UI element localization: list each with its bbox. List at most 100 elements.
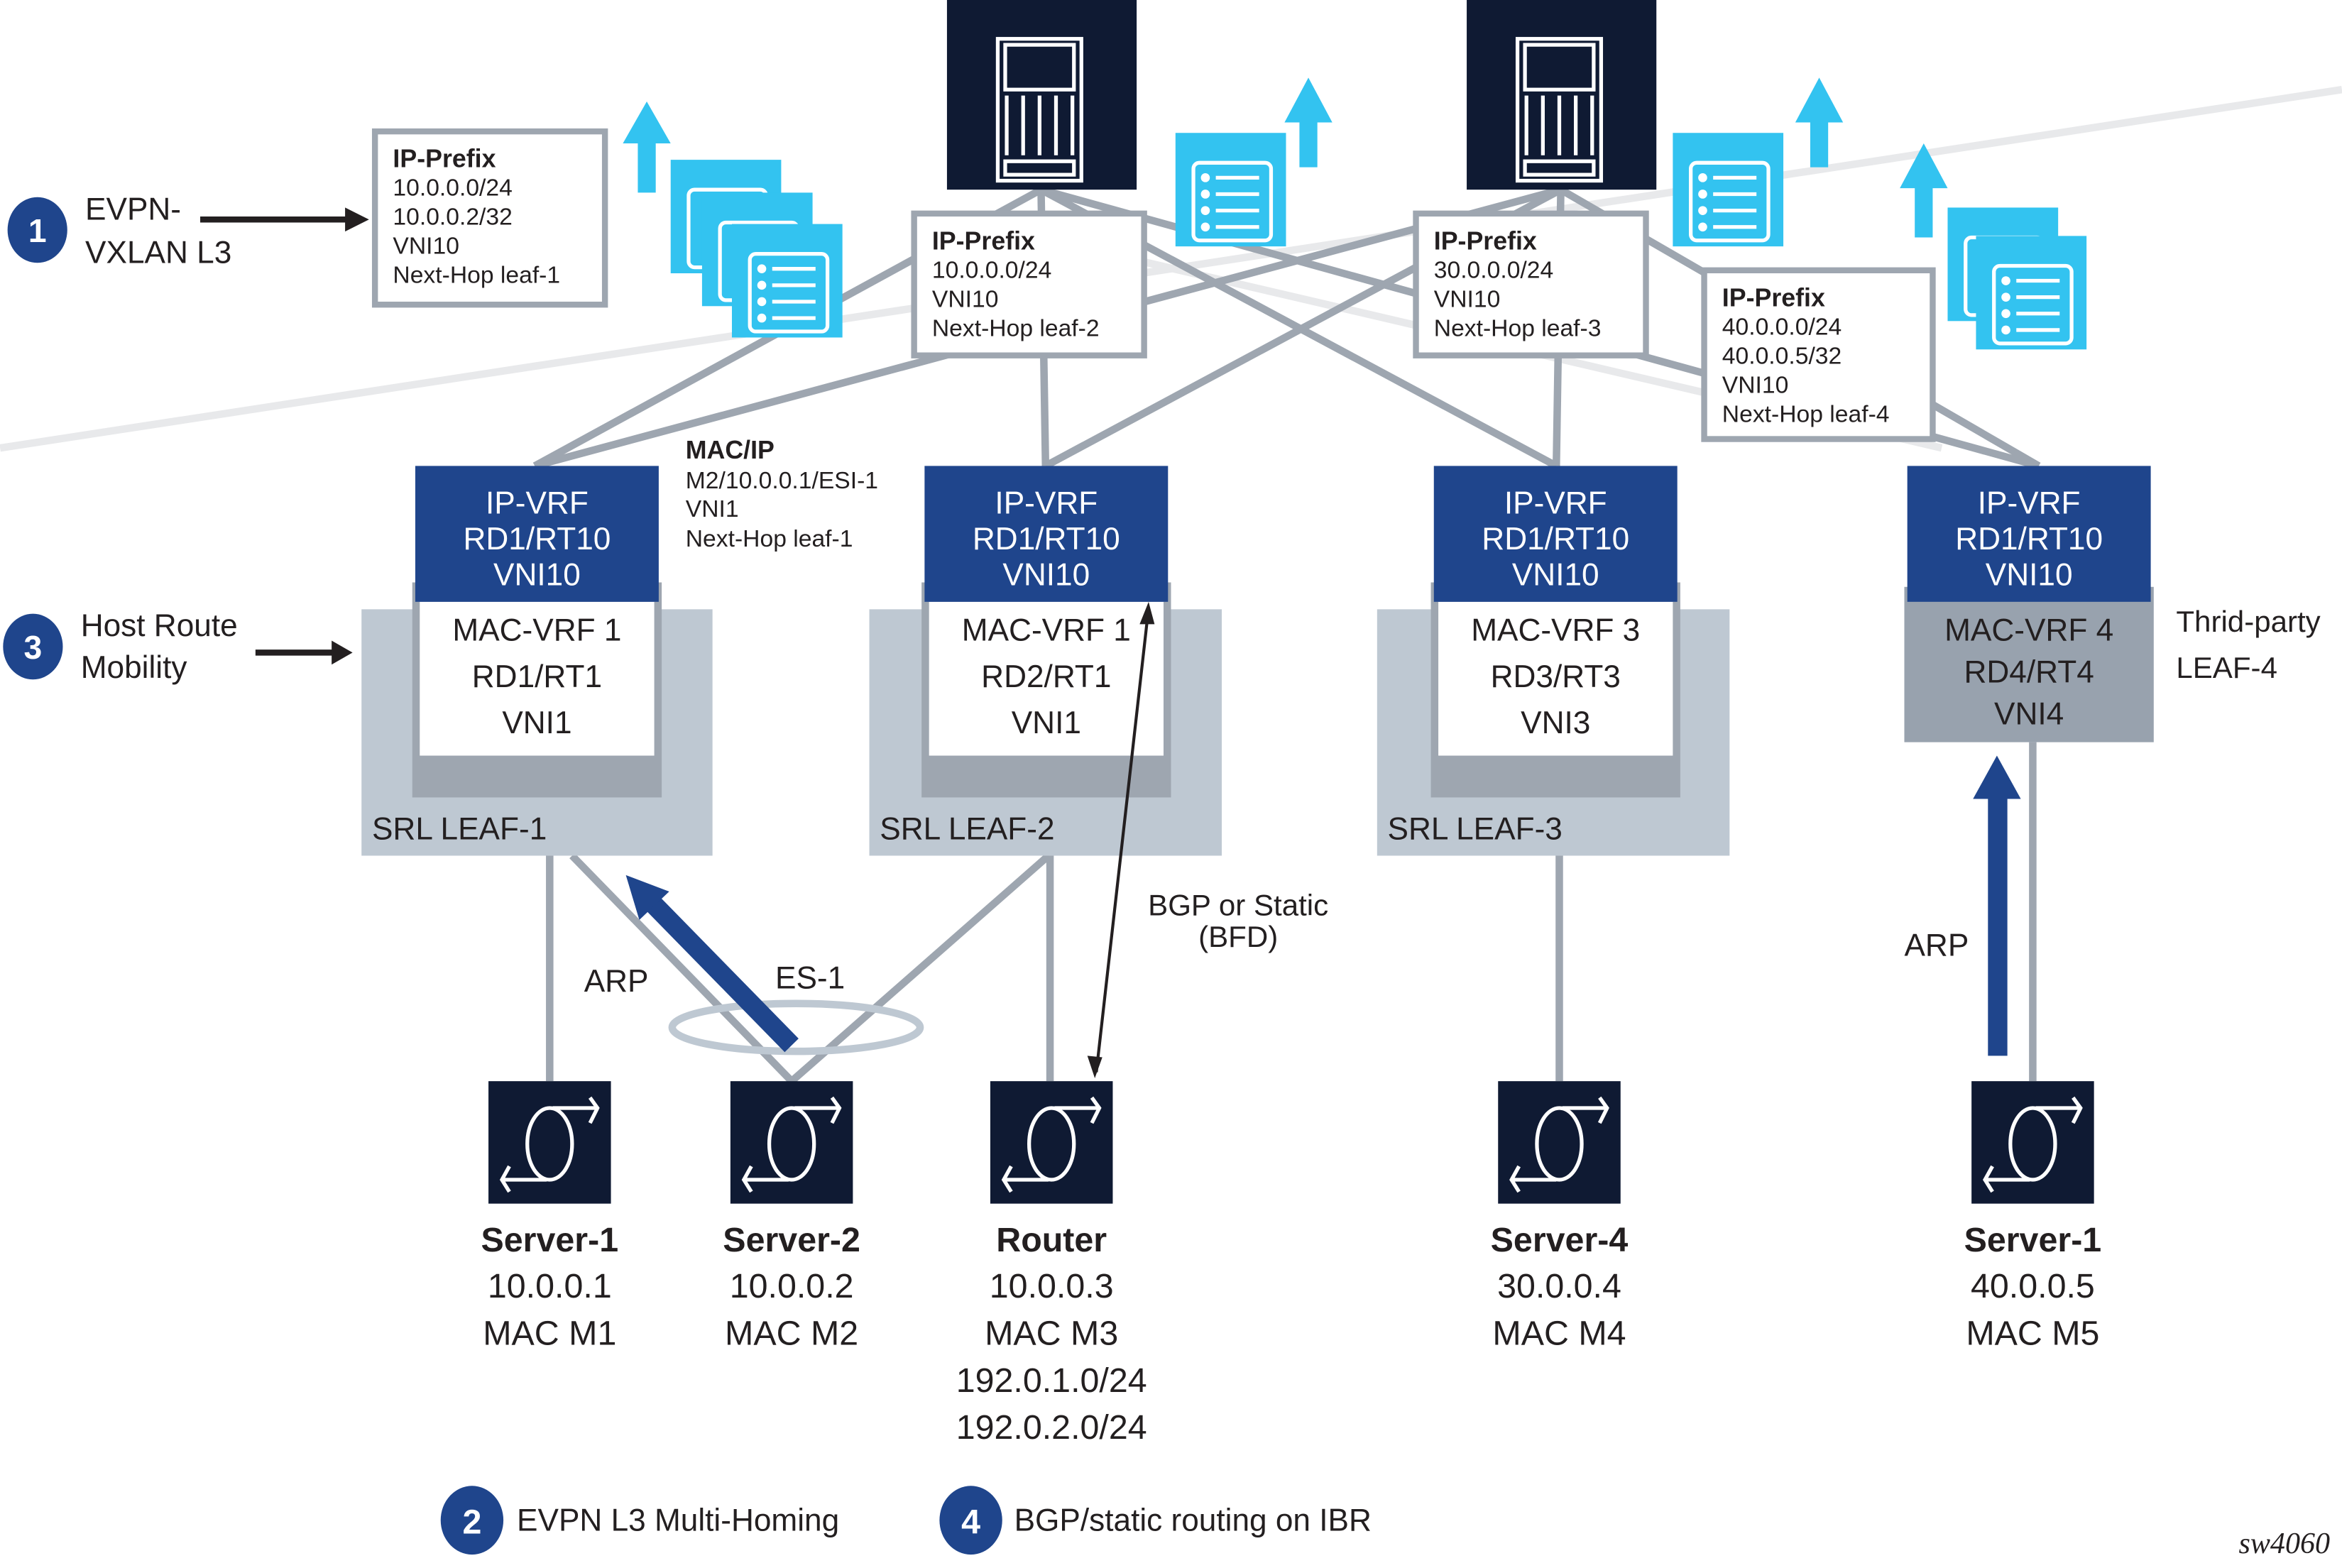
callout-3: 3 Host Route Mobility	[3, 608, 353, 685]
mac-vrf-line: VNI1	[1012, 706, 1081, 740]
host-detail: 40.0.0.5	[1971, 1267, 2095, 1305]
host-detail: MAC M1	[483, 1314, 616, 1352]
route-box-title: IP-Prefix	[1722, 283, 1825, 312]
callout-1: 1 EVPN- VXLAN L3	[7, 192, 369, 270]
spine-router-icon	[995, 37, 1083, 183]
host-name: Server-1	[481, 1221, 618, 1259]
callout-label: Mobility	[81, 650, 187, 685]
route-box-line: Next-Hop leaf-1	[393, 263, 560, 289]
mac-vrf-box	[929, 601, 1164, 756]
host-detail: 30.0.0.4	[1497, 1267, 1621, 1305]
callout-arrow-head	[345, 207, 369, 232]
legend-item-4: 4 BGP/static routing on IBR	[939, 1486, 1372, 1555]
host-box	[990, 1081, 1113, 1204]
route-box-line: 40.0.0.5/32	[1722, 343, 1842, 369]
route-list-icon	[1976, 236, 2087, 350]
route-box-line: VNI10	[932, 286, 999, 312]
mac-ip-route: MAC/IP M2/10.0.0.1/ESI-1 VNI1 Next-Hop l…	[686, 436, 878, 552]
ip-prefix-route-box: IP-Prefix10.0.0.0/2410.0.0.2/32VNI10Next…	[371, 128, 608, 308]
ip-vrf-line: RD1/RT10	[464, 522, 611, 557]
up-arrow-icon	[1900, 143, 1948, 238]
arp-arrow-left	[625, 875, 799, 1053]
arp-arrow-head	[625, 875, 669, 920]
route-box-line: Next-Hop leaf-3	[1434, 315, 1602, 341]
ip-vrf-line: VNI10	[1002, 558, 1090, 593]
route-box-line: VNI10	[1722, 372, 1789, 398]
ip-vrf-line: RD1/RT10	[973, 522, 1120, 557]
route-table-icons	[670, 133, 2087, 350]
spine-1[interactable]	[946, 0, 1137, 190]
ip-vrf-line: IP-VRF	[1978, 486, 2081, 521]
spine-2[interactable]	[1467, 0, 1657, 190]
link-leaf1-server2	[569, 852, 794, 1084]
host-name: Server-4	[1491, 1221, 1629, 1259]
callout-arrow-head	[332, 640, 353, 665]
host-detail: MAC M3	[985, 1314, 1118, 1352]
host-name: Server-1	[1964, 1221, 2102, 1259]
bgp-arrow-line	[1095, 620, 1149, 1073]
arp-arrow-shaft	[1988, 791, 2008, 1056]
route-box-line: Next-Hop leaf-4	[1722, 401, 1890, 427]
leaf4-name: Thrid-party	[2176, 605, 2320, 638]
mac-ip-title: MAC/IP	[686, 436, 775, 464]
host-detail: MAC M5	[1966, 1314, 2099, 1352]
arp-arrow-shaft	[647, 898, 799, 1053]
advertise-arrows	[623, 77, 1948, 238]
mac-vrf-line: MAC-VRF 1	[452, 613, 621, 648]
route-box-title: IP-Prefix	[1434, 226, 1537, 255]
mac-vrf-line: VNI1	[502, 706, 571, 740]
callout-number: 1	[28, 212, 47, 249]
callout-number: 3	[24, 629, 43, 666]
callout-label: VXLAN L3	[85, 235, 231, 270]
mac-ip-line: Next-Hop leaf-1	[686, 526, 853, 552]
bgp-arrow-head-up	[1139, 601, 1155, 625]
host-name: Server-2	[723, 1221, 860, 1259]
bgp-session-arrow	[1087, 601, 1155, 1078]
es1-label: ES-1	[775, 961, 845, 996]
ip-vrf-box	[415, 466, 659, 602]
ip-vrf-box	[1433, 466, 1678, 602]
route-box-line: 10.0.0.0/24	[932, 257, 1051, 283]
ip-vrf-line: IP-VRF	[486, 486, 589, 521]
callout-label: Host Route	[81, 608, 238, 643]
route-boxes: IP-Prefix10.0.0.0/2410.0.0.2/32VNI10Next…	[371, 128, 1936, 442]
route-box-line: Next-Hop leaf-2	[932, 315, 1100, 341]
spine-router-icon	[1515, 37, 1604, 183]
ip-vrf-line: VNI10	[1986, 558, 2073, 593]
host-cycle-icon	[741, 1096, 842, 1193]
mac-vrf-box	[1904, 586, 2154, 742]
mac-vrf-line: VNI3	[1521, 706, 1590, 740]
mac-vrf-line: VNI4	[1994, 696, 2064, 731]
bgp-label: (BFD)	[1198, 920, 1278, 953]
route-box-title: IP-Prefix	[932, 226, 1035, 255]
mac-vrf-line: RD1/RT1	[472, 659, 602, 694]
bgp-label: BGP or Static	[1148, 889, 1328, 922]
arp-label-right: ARP	[1904, 928, 1969, 963]
ip-vrf-line: RD1/RT10	[1482, 522, 1629, 557]
legend-label: BGP/static routing on IBR	[1014, 1503, 1372, 1537]
host-detail: MAC M2	[725, 1314, 858, 1352]
host-box	[1971, 1081, 2094, 1204]
host-detail: 10.0.0.3	[990, 1267, 1114, 1305]
host-detail: 192.0.1.0/24	[956, 1361, 1147, 1400]
leaf-name: SRL LEAF-1	[372, 811, 547, 846]
route-box-line: 40.0.0.0/24	[1722, 314, 1842, 340]
legend-item-2: 2 EVPN L3 Multi-Homing	[440, 1486, 839, 1555]
ip-vrf-line: VNI10	[493, 558, 581, 593]
figure-tag: sw4060	[2238, 1528, 2330, 1560]
legend-label: EVPN L3 Multi-Homing	[517, 1503, 839, 1537]
